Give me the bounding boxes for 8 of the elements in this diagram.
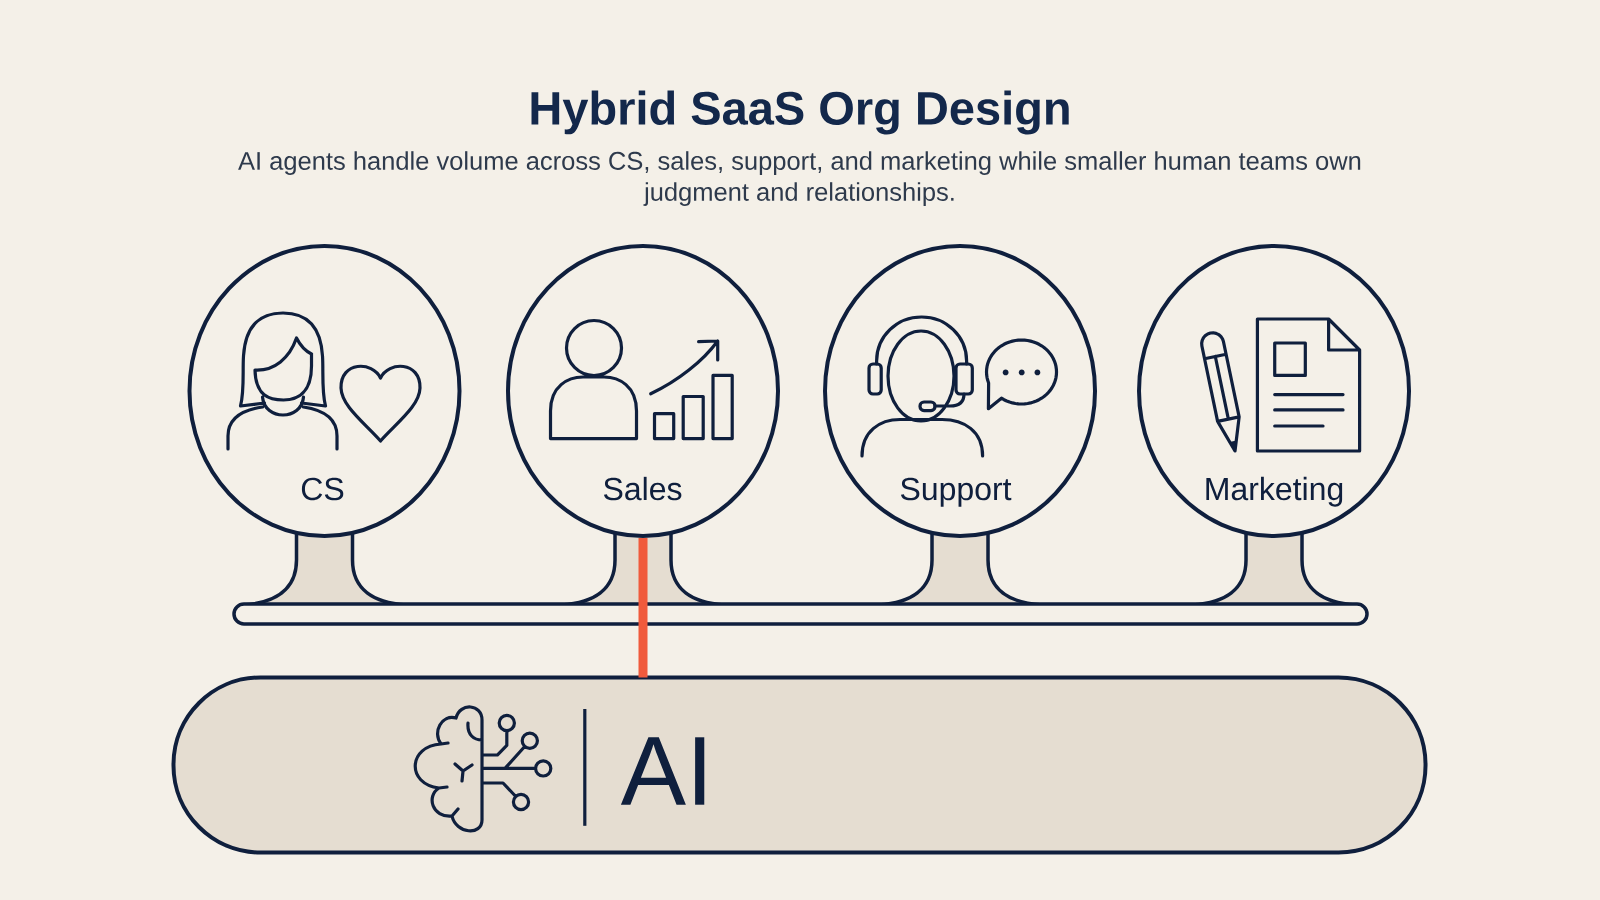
subtitle: AI agents handle volume across CS, sales, support, and marketing while smaller human teams own judgment and relationships. [238, 151, 1361, 206]
connector-line [638, 538, 648, 678]
team-label: Sales [603, 476, 682, 501]
team-label: Support [900, 477, 1012, 507]
band-label: AI [620, 737, 705, 805]
title: Hybrid SaaS Org Design [531, 90, 1069, 135]
team-label: CS [301, 477, 344, 501]
team-label: Marketing [1206, 476, 1343, 507]
